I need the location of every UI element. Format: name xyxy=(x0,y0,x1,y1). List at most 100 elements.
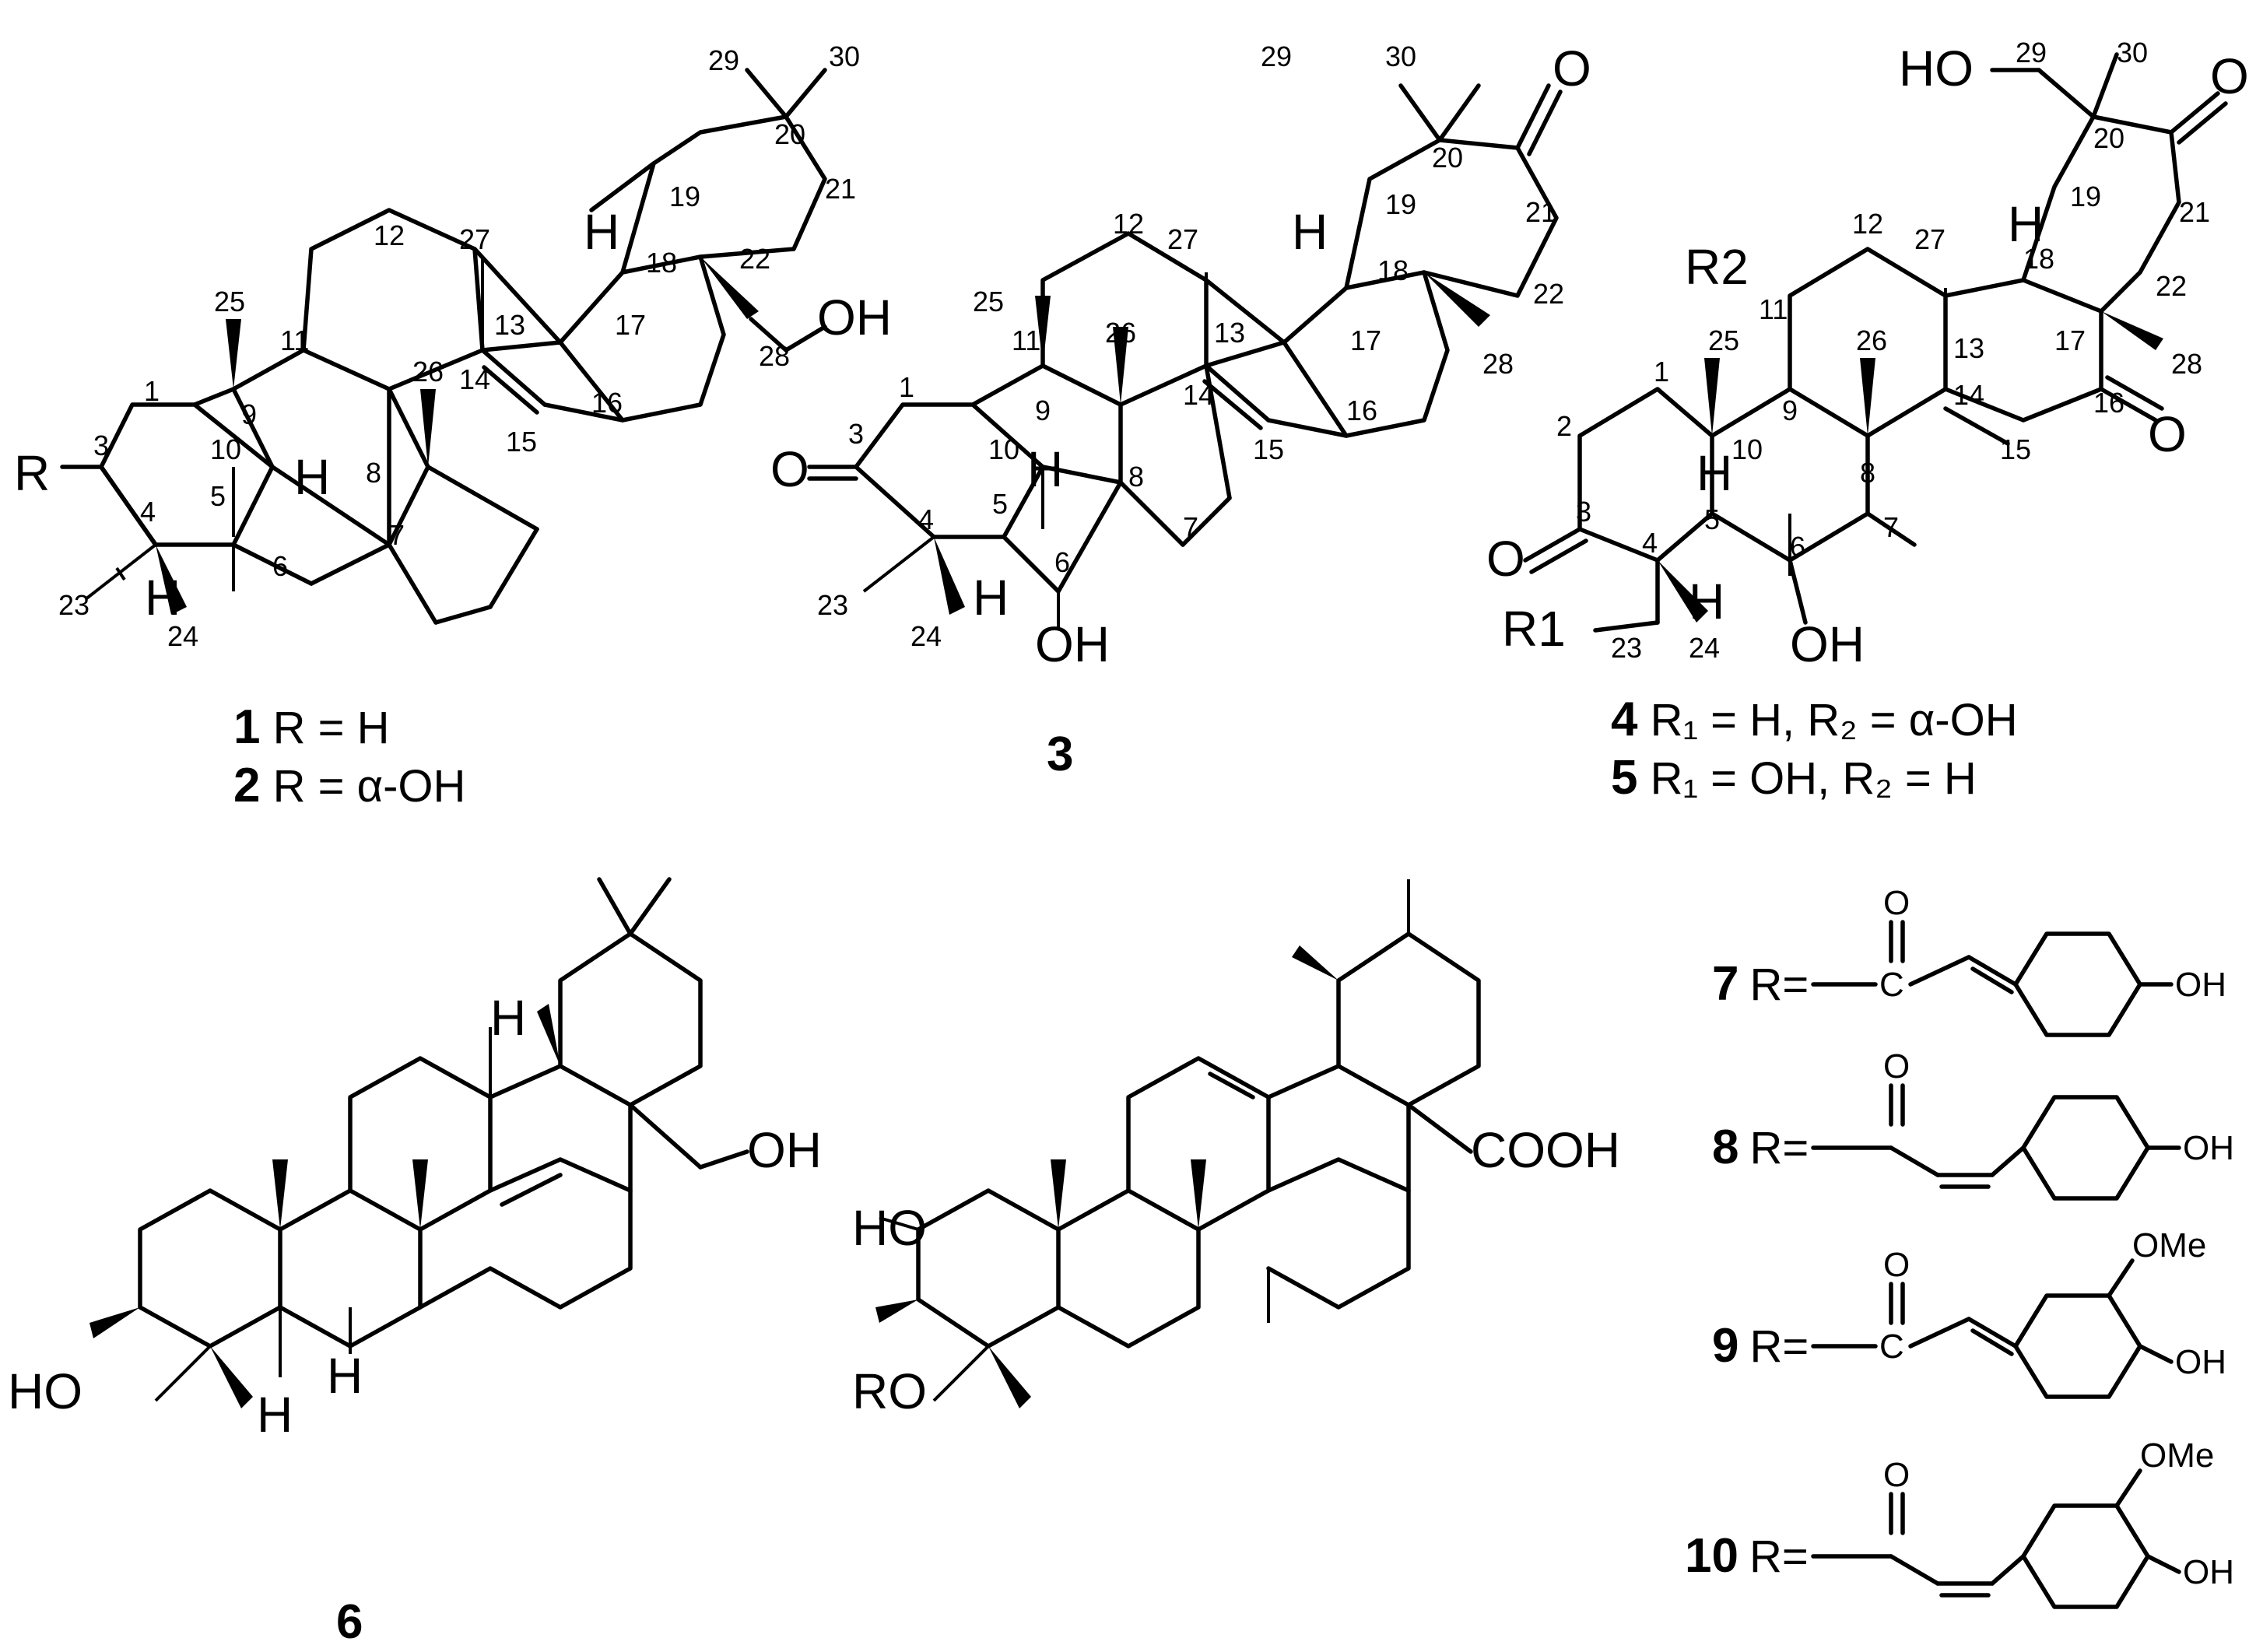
sub8-O: O xyxy=(1883,1047,1910,1086)
s1-H9-label: H xyxy=(294,449,330,505)
s4-num-23: 23 xyxy=(1611,632,1642,664)
s3-num-18: 18 xyxy=(1377,254,1409,286)
s4-num-25: 25 xyxy=(1708,324,1739,356)
sub9-O: O xyxy=(1883,1246,1910,1284)
s4-R1-label: R1 xyxy=(1502,601,1566,657)
s3-num-10: 10 xyxy=(988,433,1019,465)
s4-num-14: 14 xyxy=(1953,379,1984,411)
s1-num-13: 13 xyxy=(494,309,525,341)
s1-num-19: 19 xyxy=(669,181,700,212)
s1-num-25: 25 xyxy=(214,286,245,317)
s6-HO-label: HO xyxy=(8,1363,82,1419)
s4-num-12: 12 xyxy=(1852,208,1883,240)
s3-num-19: 19 xyxy=(1385,188,1416,220)
su-COOH-label: COOH xyxy=(1471,1122,1620,1178)
s4-num-5: 5 xyxy=(1704,503,1720,535)
s6-OH-label: OH xyxy=(747,1122,822,1178)
s3-num-6: 6 xyxy=(1054,546,1070,578)
sub7-carbonyl-C: C xyxy=(1879,966,1904,1004)
s1-num-20: 20 xyxy=(774,118,805,150)
s4-O16-label: O xyxy=(2148,406,2187,462)
s4-num-30: 30 xyxy=(2117,37,2148,68)
s1-num-12: 12 xyxy=(374,219,405,251)
s4-HO-label: HO xyxy=(1899,40,1974,96)
s4-H9-label: H xyxy=(1696,445,1732,501)
s1-num-11: 11 xyxy=(280,324,309,356)
s3-H5-label: H xyxy=(973,570,1009,626)
s1-R-label: R xyxy=(14,445,50,501)
s4-O21-label: O xyxy=(2210,48,2249,104)
s1-num-22: 22 xyxy=(739,243,770,275)
s4-R2-label: R2 xyxy=(1685,239,1749,295)
s1-num-26: 26 xyxy=(412,356,444,388)
s1-num-21: 21 xyxy=(825,173,856,205)
s4-num-18: 18 xyxy=(2023,243,2054,275)
sub10-OH: OH xyxy=(2183,1553,2234,1591)
s3-num-7: 7 xyxy=(1183,511,1198,543)
s1-H5-label: H xyxy=(145,570,181,626)
sub9-carbonyl-C: C xyxy=(1879,1328,1904,1366)
s1-num-30: 30 xyxy=(829,40,860,72)
s1-num-15: 15 xyxy=(506,426,537,458)
sub9-OMe: OMe xyxy=(2132,1226,2206,1264)
s3-num-17: 17 xyxy=(1350,324,1381,356)
s4-num-4: 4 xyxy=(1642,527,1658,559)
s3-caption: 3 xyxy=(1047,728,1073,781)
s1-caption-line2: 2 R = α-OH xyxy=(233,759,465,812)
s4-num-13: 13 xyxy=(1953,332,1984,364)
s4-H5-label: H xyxy=(1689,573,1724,630)
s4-num-26: 26 xyxy=(1856,324,1887,356)
s4-num-6: 6 xyxy=(1790,531,1805,563)
s3-num-27: 27 xyxy=(1167,223,1198,255)
s1-num-3: 3 xyxy=(93,430,109,461)
s3-num-28: 28 xyxy=(1482,348,1514,380)
s3-num-11: 11 xyxy=(1012,324,1040,356)
s4-O3-label: O xyxy=(1486,531,1525,587)
s1-H18-label: H xyxy=(584,204,619,260)
s4-num-28: 28 xyxy=(2171,348,2202,380)
s4-num-29: 29 xyxy=(2016,37,2047,68)
s4-caption-line1: 4 R₁ = H, R₂ = α-OH xyxy=(1611,693,2018,746)
structure-ursolic: HO RO COOH xyxy=(852,879,1620,1419)
s4-num-2: 2 xyxy=(1556,410,1572,442)
s3-num-12: 12 xyxy=(1113,208,1144,240)
s1-num-10: 10 xyxy=(210,433,241,465)
s3-num-13: 13 xyxy=(1214,317,1245,349)
s3-OH-label: OH xyxy=(1035,616,1110,672)
s4-num-19: 19 xyxy=(2070,181,2101,212)
s4-num-22: 22 xyxy=(2156,270,2187,302)
s4-num-15: 15 xyxy=(2000,433,2031,465)
s4-num-9: 9 xyxy=(1782,395,1798,426)
structure-6: H OH H HO H 6 xyxy=(8,877,822,1649)
s4-num-1: 1 xyxy=(1654,356,1669,388)
s1-num-29: 29 xyxy=(708,44,739,76)
s6-H18-label: H xyxy=(490,990,526,1046)
sub10-O: O xyxy=(1883,1456,1910,1494)
su-HO-label: HO xyxy=(852,1200,927,1256)
s4-num-7: 7 xyxy=(1883,511,1899,543)
s1-num-14: 14 xyxy=(459,363,490,395)
s6-caption: 6 xyxy=(336,1595,363,1649)
s3-O-label: O xyxy=(770,441,809,497)
s4-num-20: 20 xyxy=(2093,122,2124,154)
s4-num-3: 3 xyxy=(1576,496,1591,528)
s1-num-5: 5 xyxy=(210,480,226,512)
s4-caption-line2: 5 R₁ = OH, R₂ = H xyxy=(1611,751,1977,805)
structure-1-2: R H H H OH 1 3 4 5 6 7 8 9 10 11 12 13 1… xyxy=(14,40,892,812)
s1-num-4: 4 xyxy=(140,496,156,528)
s3-num-29: 29 xyxy=(1261,40,1292,72)
s3-H18-label: H xyxy=(1292,204,1328,260)
s3-num-15: 15 xyxy=(1253,433,1284,465)
sub9-OH: OH xyxy=(2175,1343,2226,1381)
s1-num-9: 9 xyxy=(241,398,257,430)
s3-num-3: 3 xyxy=(848,418,864,450)
s1-num-28: 28 xyxy=(759,340,790,372)
s3-num-8: 8 xyxy=(1128,461,1144,493)
s3-num-4: 4 xyxy=(918,503,934,535)
